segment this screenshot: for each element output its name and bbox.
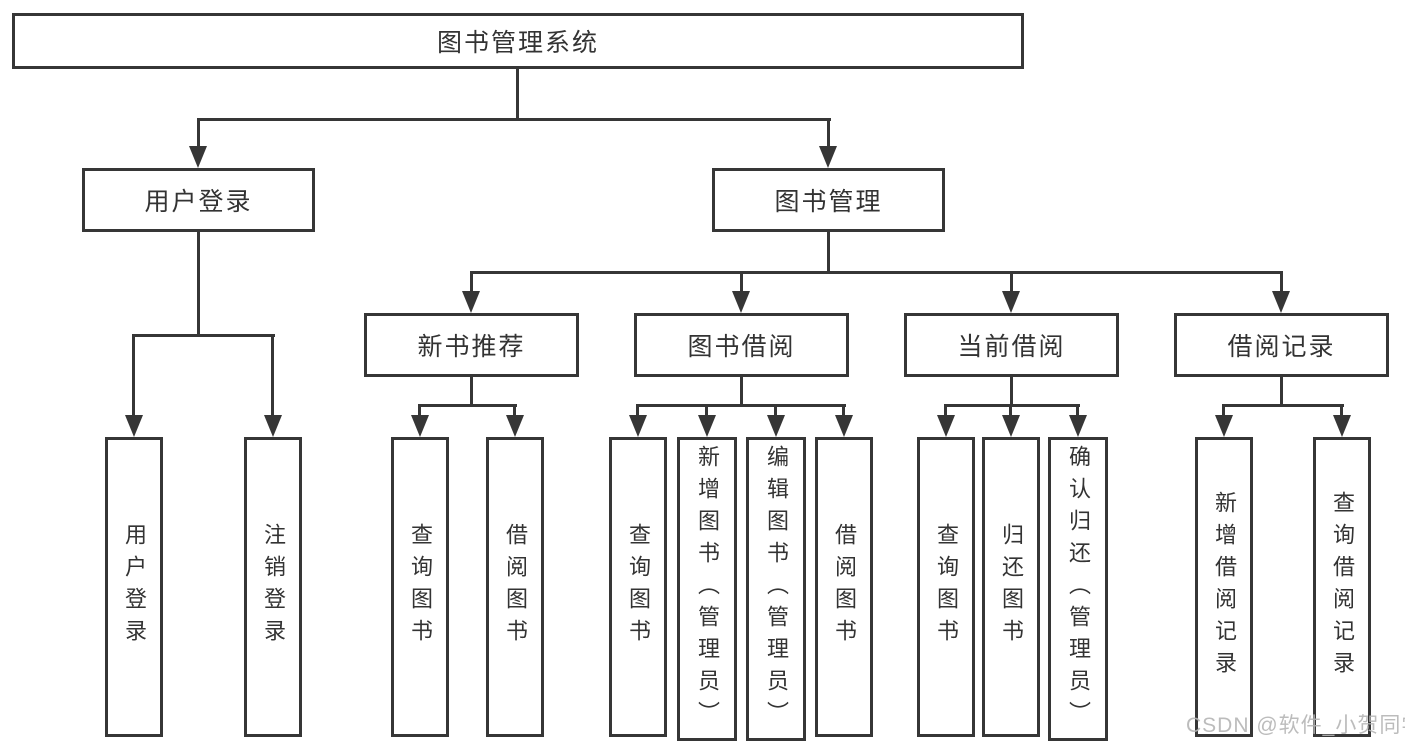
- connector-line: [1010, 271, 1013, 297]
- connector-line: [740, 271, 743, 297]
- csdn-watermark: CSDN @软件_小贺同学: [1186, 714, 1405, 737]
- arrow-down-icon: [835, 415, 853, 437]
- leaf-query-books-current: 查询图书: [917, 437, 975, 737]
- arrow-down-icon: [698, 415, 716, 437]
- arrow-down-icon: [189, 146, 207, 168]
- connector-line: [1280, 377, 1283, 406]
- node-label: 借阅记录: [1227, 333, 1336, 361]
- arrow-down-icon: [629, 415, 647, 437]
- leaf-label: 编辑图书（管理员）: [764, 445, 789, 733]
- arrow-down-icon: [1069, 415, 1087, 437]
- arrow-down-icon: [125, 415, 143, 437]
- arrow-down-icon: [1002, 291, 1020, 313]
- connector-line: [470, 271, 473, 297]
- arrow-down-icon: [462, 291, 480, 313]
- connector-line: [1280, 271, 1283, 297]
- leaf-label: 查询图书: [408, 523, 433, 651]
- connector-line: [271, 334, 274, 419]
- connector-line: [132, 334, 135, 419]
- leaf-query-books-borrowing: 查询图书: [609, 437, 667, 737]
- node-label: 新书推荐: [417, 333, 526, 361]
- connector-line: [418, 404, 421, 418]
- node-label: 图书借阅: [687, 333, 796, 361]
- connector-line: [470, 271, 1283, 274]
- arrow-down-icon: [411, 415, 429, 437]
- leaf-query-borrow-record: 查询借阅记录: [1313, 437, 1371, 737]
- connector-line: [1222, 404, 1344, 407]
- leaf-label: 查询图书: [934, 523, 959, 651]
- connector-line: [740, 377, 743, 406]
- connector-line: [705, 404, 708, 418]
- node-label: 图书管理: [774, 188, 883, 216]
- connector-line: [1010, 377, 1013, 406]
- connector-line: [827, 232, 830, 273]
- connector-line: [1076, 404, 1079, 418]
- arrow-down-icon: [937, 415, 955, 437]
- node-new-book-recommendation: 新书推荐: [364, 313, 579, 377]
- connector-line: [1340, 404, 1343, 418]
- leaf-label: 查询借阅记录: [1330, 491, 1355, 683]
- leaf-label: 查询图书: [626, 523, 651, 651]
- leaf-label: 归还图书: [999, 523, 1024, 651]
- arrow-down-icon: [732, 291, 750, 313]
- arrow-down-icon: [1333, 415, 1351, 437]
- node-book-borrowing: 图书借阅: [634, 313, 849, 377]
- node-label: 用户登录: [144, 188, 253, 216]
- leaf-label: 确认归还（管理员）: [1066, 445, 1091, 733]
- connector-line: [470, 377, 473, 406]
- leaf-label: 新增借阅记录: [1212, 491, 1237, 683]
- arrow-down-icon: [1272, 291, 1290, 313]
- leaf-borrow-books-recommend: 借阅图书: [486, 437, 544, 737]
- leaf-return-books: 归还图书: [982, 437, 1040, 737]
- leaf-label: 注销登录: [261, 523, 286, 651]
- node-user-login: 用户登录: [82, 168, 315, 232]
- connector-line: [1222, 404, 1225, 418]
- connector-line: [197, 118, 831, 121]
- connector-line: [513, 404, 516, 418]
- leaf-add-borrow-record: 新增借阅记录: [1195, 437, 1253, 737]
- node-label: 当前借阅: [957, 333, 1066, 361]
- connector-line: [636, 404, 639, 418]
- arrow-down-icon: [819, 146, 837, 168]
- connector-line: [944, 404, 1080, 407]
- leaf-query-books-recommend: 查询图书: [391, 437, 449, 737]
- leaf-borrow-books-borrowing: 借阅图书: [815, 437, 873, 737]
- leaf-label: 新增图书（管理员）: [695, 445, 720, 733]
- leaf-label: 用户登录: [122, 523, 147, 651]
- arrow-down-icon: [1215, 415, 1233, 437]
- leaf-confirm-return-admin: 确认归还（管理员）: [1048, 437, 1108, 741]
- leaf-add-book-admin: 新增图书（管理员）: [677, 437, 737, 741]
- connector-line: [132, 334, 275, 337]
- leaf-logout: 注销登录: [244, 437, 302, 737]
- leaf-label: 借阅图书: [832, 523, 857, 651]
- connector-line: [636, 404, 846, 407]
- arrow-down-icon: [264, 415, 282, 437]
- leaf-edit-book-admin: 编辑图书（管理员）: [746, 437, 806, 741]
- arrow-down-icon: [767, 415, 785, 437]
- node-library-management-system: 图书管理系统: [12, 13, 1024, 69]
- node-borrowing-records: 借阅记录: [1174, 313, 1389, 377]
- connector-line: [516, 69, 519, 120]
- arrow-down-icon: [1002, 415, 1020, 437]
- connector-line: [827, 118, 830, 150]
- connector-line: [197, 232, 200, 336]
- connector-line: [774, 404, 777, 418]
- node-current-borrowing: 当前借阅: [904, 313, 1119, 377]
- connector-line: [944, 404, 947, 418]
- leaf-label: 借阅图书: [503, 523, 528, 651]
- node-book-management: 图书管理: [712, 168, 945, 232]
- arrow-down-icon: [506, 415, 524, 437]
- connector-line: [842, 404, 845, 418]
- connector-line: [1009, 404, 1012, 418]
- node-label: 图书管理系统: [436, 29, 599, 57]
- leaf-user-login: 用户登录: [105, 437, 163, 737]
- connector-line: [197, 118, 200, 150]
- connector-line: [418, 404, 517, 407]
